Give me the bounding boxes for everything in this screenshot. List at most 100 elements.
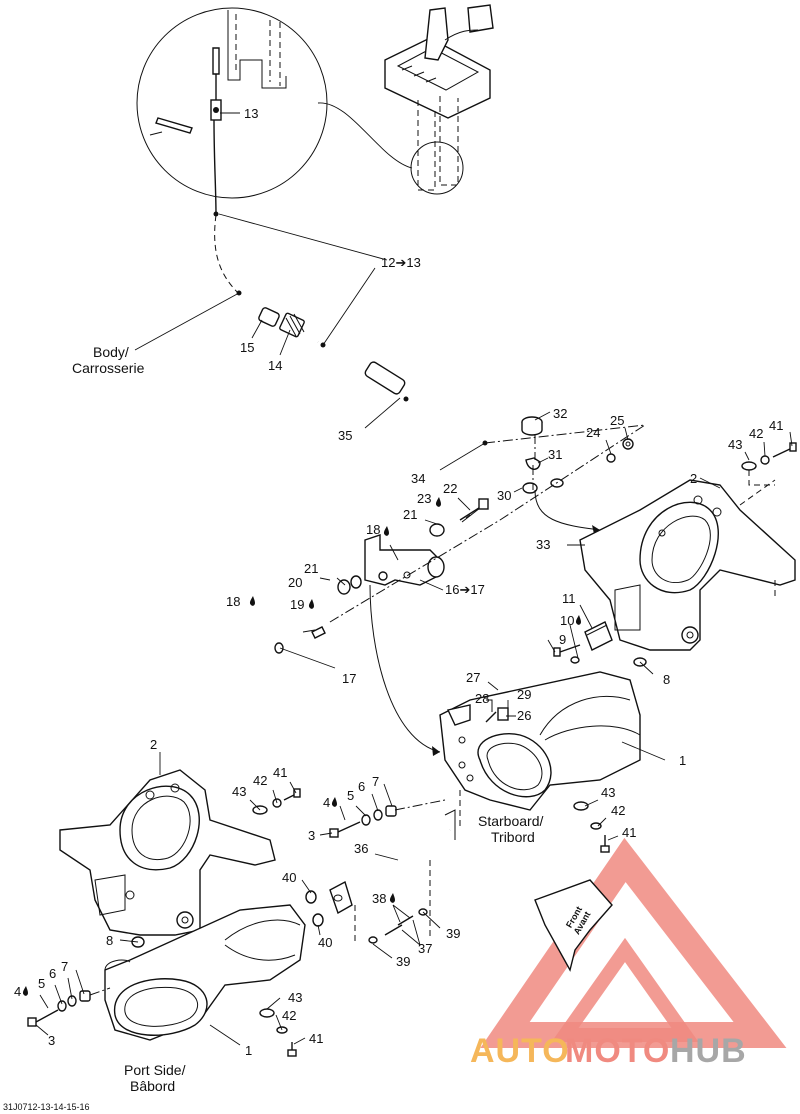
callout-29: 29 xyxy=(517,687,531,702)
callout-4-mid: 4 xyxy=(323,795,330,810)
detail-small-circle xyxy=(410,141,464,195)
callout-8-right: 8 xyxy=(663,672,670,687)
callout-4-left: 4 xyxy=(14,984,21,999)
cable-nut-15 xyxy=(258,307,280,327)
callout-6-left: 6 xyxy=(49,966,56,981)
oil-drop-icon xyxy=(308,599,314,609)
oil-drop-icons xyxy=(22,497,581,996)
port-label-line1: Port Side/ xyxy=(124,1062,186,1078)
callout-37: 37 xyxy=(418,941,432,956)
front-arrow: Front Avant xyxy=(534,879,613,972)
detail-leader xyxy=(317,102,413,169)
watermark-auto: AUTO xyxy=(470,1032,570,1070)
callout-42-right: 42 xyxy=(749,426,763,441)
mid-fasteners xyxy=(329,799,446,838)
callout-22: 22 xyxy=(443,481,457,496)
callout-14: 14 xyxy=(268,358,282,373)
callout-38: 38 xyxy=(372,891,386,906)
callout-40-b: 40 xyxy=(318,935,332,950)
callout-43-right: 43 xyxy=(728,437,742,452)
callout-21-a: 21 xyxy=(403,507,417,522)
leader-lines xyxy=(35,112,793,1046)
right-bracket-fasteners xyxy=(741,442,797,486)
callout-15: 15 xyxy=(240,340,254,355)
cable-route xyxy=(214,214,241,296)
callout-18-a: 18 xyxy=(366,522,380,537)
cable-rod-35 xyxy=(316,340,488,446)
callout-19: 19 xyxy=(290,597,304,612)
callout-23: 23 xyxy=(417,491,431,506)
port-label-line2: Bâbord xyxy=(130,1078,175,1094)
callout-9: 9 xyxy=(559,632,566,647)
callout-30: 30 xyxy=(497,488,511,503)
tie-rod-36 xyxy=(305,790,461,945)
oil-drop-icon xyxy=(22,986,28,996)
callout-18-b: 18 xyxy=(226,594,240,609)
callout-3-left: 3 xyxy=(48,1033,55,1048)
callout-2-right: 2 xyxy=(690,471,697,486)
fasteners-37-39 xyxy=(368,908,428,944)
watermark-logo xyxy=(480,837,787,1048)
callout-13: 13 xyxy=(244,106,258,121)
callout-31: 31 xyxy=(548,447,562,462)
callout-34: 34 xyxy=(411,471,425,486)
callout-5-left: 5 xyxy=(38,976,45,991)
callout-28: 28 xyxy=(475,691,489,706)
oil-drop-icon xyxy=(249,596,255,606)
text-labels: Body/ Carrosserie Starboard/ Tribord Por… xyxy=(3,344,543,1112)
cable-nut-14 xyxy=(279,312,305,338)
shift-console xyxy=(384,4,494,191)
callout-42-port: 42 xyxy=(282,1008,296,1023)
body-label-line1: Body/ xyxy=(93,344,129,360)
callout-25: 25 xyxy=(610,413,624,428)
callout-2-left: 2 xyxy=(150,737,157,752)
port-housing xyxy=(104,904,306,1041)
callout-10: 10 xyxy=(560,613,574,628)
callout-43-sb: 43 xyxy=(601,785,615,800)
callout-1-right: 1 xyxy=(679,753,686,768)
left-bracket-fasteners xyxy=(131,788,301,948)
callout-1-port: 1 xyxy=(245,1043,252,1058)
oil-drop-icon xyxy=(383,526,389,536)
watermark-moto: MOTO xyxy=(565,1032,670,1070)
oil-drop-icon xyxy=(435,497,441,507)
callout-21-b: 21 xyxy=(304,561,318,576)
callout-42-sb: 42 xyxy=(611,803,625,818)
callout-12-13: 12➔13 xyxy=(381,255,421,270)
starboard-label-line1: Starboard/ xyxy=(478,813,543,829)
callout-16-17: 16➔17 xyxy=(445,582,485,597)
callout-17: 17 xyxy=(342,671,356,686)
callout-27: 27 xyxy=(466,670,480,685)
callout-33: 33 xyxy=(536,537,550,552)
callout-36: 36 xyxy=(354,841,368,856)
left-fasteners-3-7 xyxy=(27,987,111,1027)
starboard-housing xyxy=(439,671,641,811)
left-bracket xyxy=(59,769,276,936)
connector-parts xyxy=(521,416,634,534)
starboard-fasteners xyxy=(573,801,610,853)
callout-3-mid: 3 xyxy=(308,828,315,843)
callout-8-left: 8 xyxy=(106,933,113,948)
callout-20: 20 xyxy=(288,575,302,590)
oil-drop-icon xyxy=(389,893,395,903)
callout-35: 35 xyxy=(338,428,352,443)
body-label-line2: Carrosserie xyxy=(72,360,145,376)
callout-5-mid: 5 xyxy=(347,788,354,803)
callout-7-mid: 7 xyxy=(372,774,379,789)
callout-42-left: 42 xyxy=(253,773,267,788)
diagram-code: 31J0712-13-14-15-16 xyxy=(3,1102,90,1112)
callout-41-port: 41 xyxy=(309,1031,323,1046)
callout-39-b: 39 xyxy=(396,954,410,969)
oil-drop-icon xyxy=(331,797,337,807)
callout-32: 32 xyxy=(553,406,567,421)
detail-circle xyxy=(136,7,328,216)
watermark-text: AUTO MOTO HUB xyxy=(470,1032,747,1070)
callout-6-mid: 6 xyxy=(358,779,365,794)
callout-11: 11 xyxy=(562,591,576,606)
watermark-hub: HUB xyxy=(670,1032,747,1070)
callout-24: 24 xyxy=(586,425,600,440)
callout-41-right: 41 xyxy=(769,418,783,433)
callout-26: 26 xyxy=(517,708,531,723)
callout-41-left: 41 xyxy=(273,765,287,780)
